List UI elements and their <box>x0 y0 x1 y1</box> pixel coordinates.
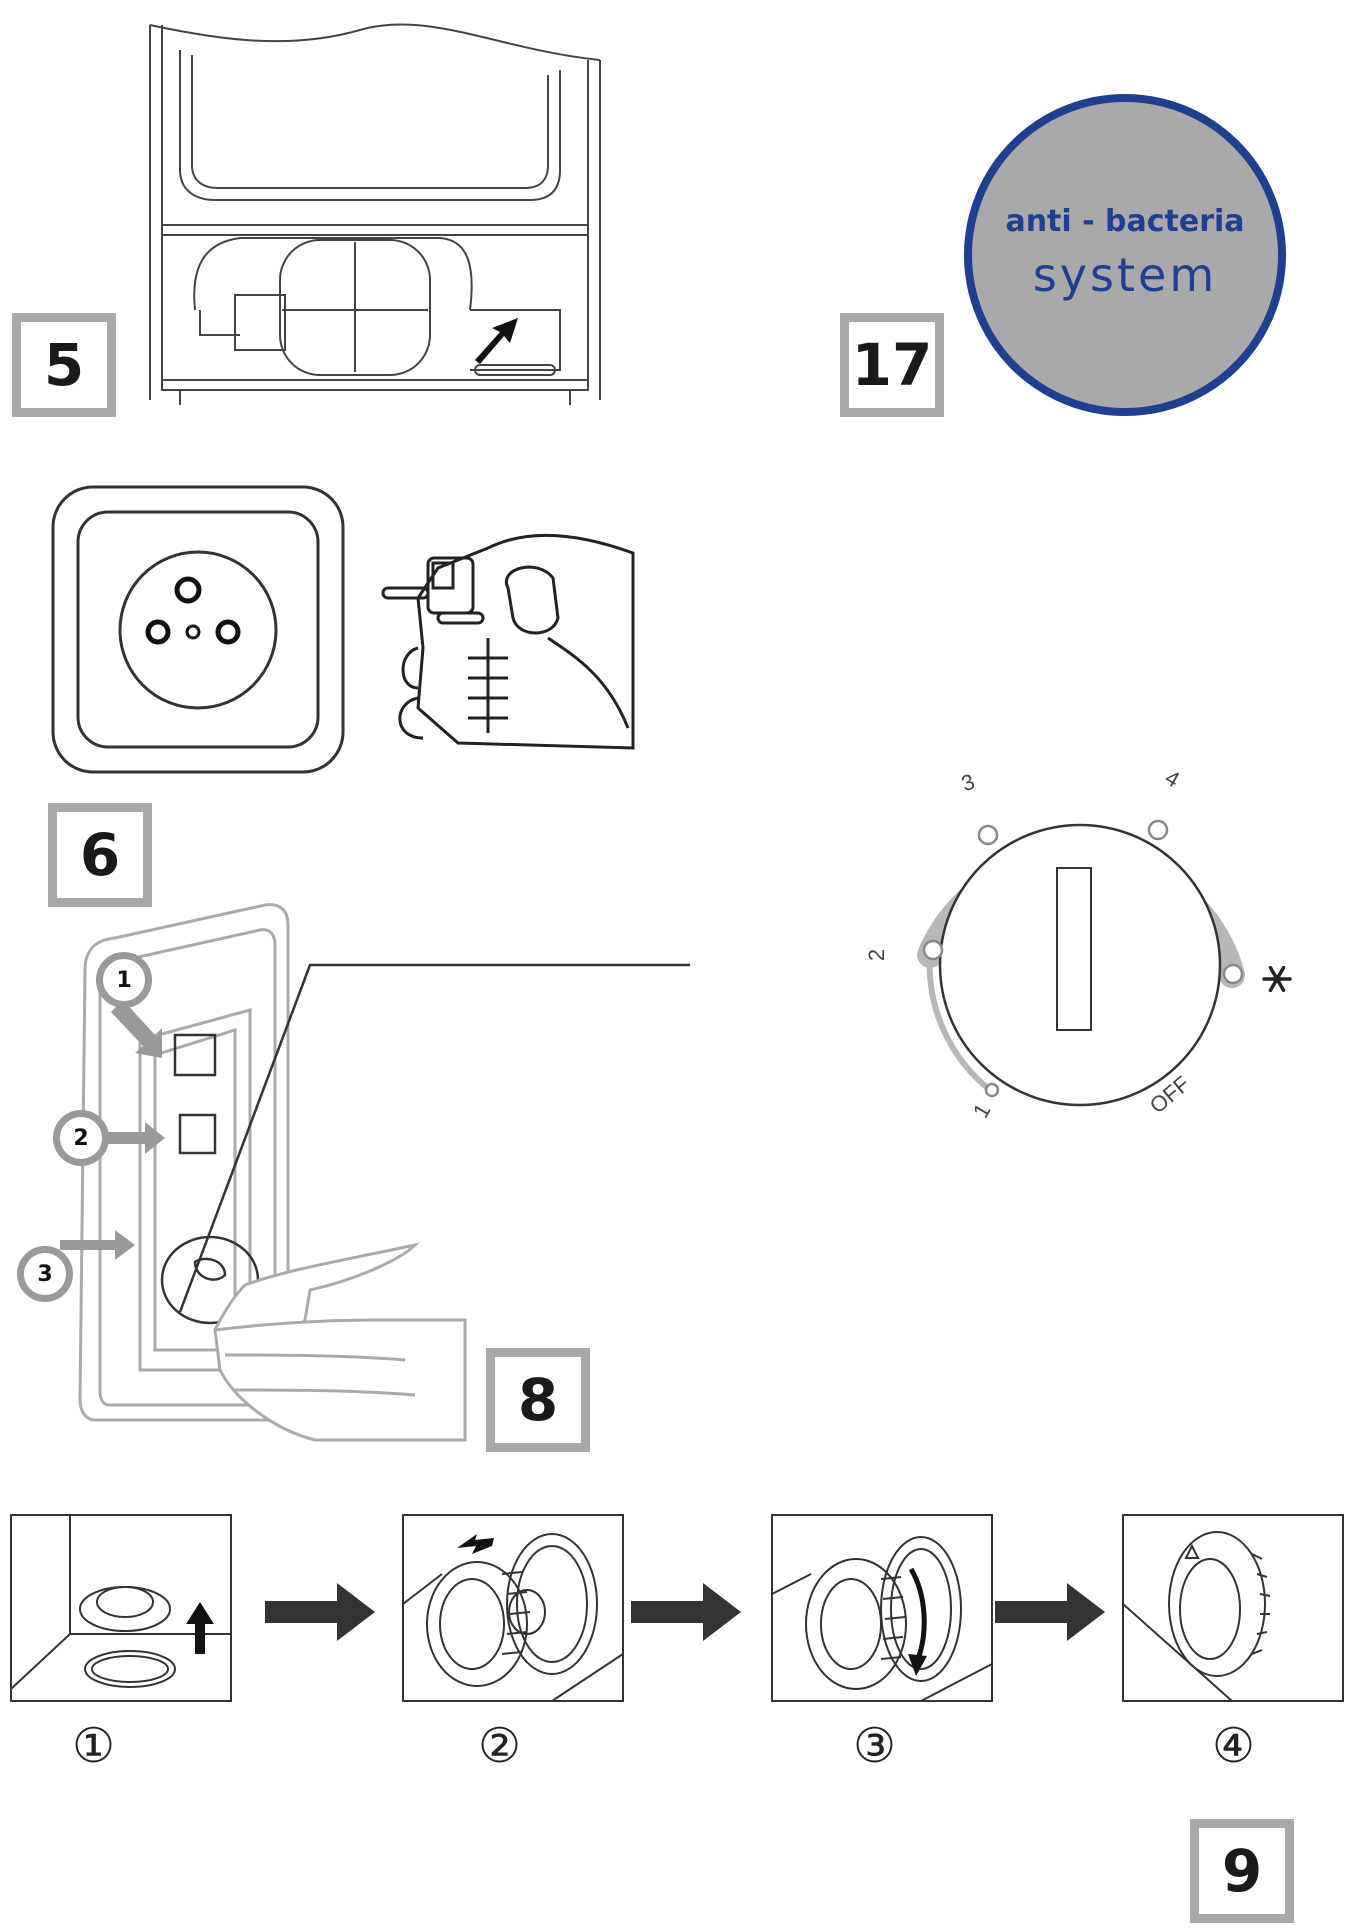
step-arrow-1 <box>265 1583 375 1641</box>
step-number-1: ① <box>72 1718 116 1774</box>
step-2-illustration <box>402 1514 624 1702</box>
figure-number-8: 8 <box>486 1348 590 1452</box>
panel-callout-3: 3 <box>17 1246 73 1302</box>
figure-number-9: 9 <box>1190 1819 1294 1923</box>
figure-number-6: 6 <box>48 803 152 907</box>
plug-in-hand-icon <box>381 533 635 750</box>
snowflake-icon <box>1262 965 1292 993</box>
logo-line-1: anti - bacteria <box>1005 204 1245 239</box>
anti-bacteria-logo <box>964 94 1286 416</box>
wall-socket-icon <box>51 485 345 774</box>
compressor-illustration <box>149 23 601 405</box>
thermostat-dial <box>917 819 1245 1107</box>
panel-callout-1: 1 <box>96 952 152 1008</box>
step-4-illustration <box>1122 1514 1344 1702</box>
step-arrow-3 <box>995 1583 1105 1641</box>
step-number-4: ④ <box>1212 1718 1256 1774</box>
figure-number-17: 17 <box>840 313 944 417</box>
logo-line-2: system <box>1032 248 1218 302</box>
panel-callout-2: 2 <box>53 1110 109 1166</box>
step-number-2: ② <box>478 1718 522 1774</box>
step-1-illustration <box>10 1514 232 1702</box>
step-arrow-2 <box>631 1583 741 1641</box>
step-3-illustration <box>771 1514 993 1702</box>
step-number-3: ③ <box>853 1718 897 1774</box>
dial-label-2: 2 <box>864 948 890 962</box>
figure-number-5: 5 <box>12 313 116 417</box>
